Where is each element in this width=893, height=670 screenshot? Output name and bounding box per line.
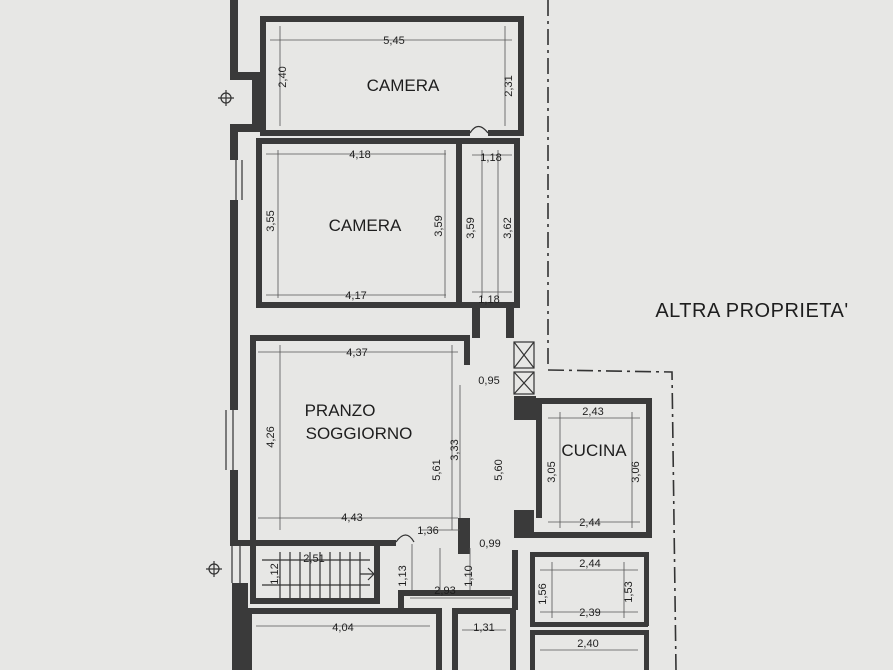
dimension-label: 1,53	[623, 581, 635, 602]
room-pranzo-soggiorno	[250, 335, 470, 546]
dimension-label: 3,06	[630, 461, 642, 482]
room-closet	[462, 138, 520, 338]
corridor	[398, 518, 518, 610]
dimension-label: 3,33	[449, 439, 461, 460]
room-cucina	[514, 398, 652, 538]
exterior-symbol	[206, 90, 234, 577]
dimension-label: 2,93	[434, 585, 455, 597]
dimension-label: 2,39	[579, 607, 600, 619]
dimension-label: 3,55	[265, 210, 277, 231]
dimension-label: 4,17	[345, 290, 366, 302]
room-camera-mid	[256, 138, 462, 308]
dimension-label: 3,59	[465, 217, 477, 238]
dimension-label: 2,44	[579, 558, 600, 570]
room-label-pranzo: PRANZO	[305, 401, 376, 420]
dimension-label: 1,10	[463, 565, 475, 586]
dimension-label: 4,43	[341, 512, 362, 524]
room-label-camera-mid: CAMERA	[329, 216, 402, 235]
dimension-labels: 5,45 2,40 2,31 4,18 1,18 3,55 3,59 3,59 …	[265, 35, 642, 650]
dimension-label: 1,13	[397, 565, 409, 586]
dimension-label: 2,40	[277, 66, 289, 87]
exterior-walls	[225, 0, 260, 670]
room-bottom-right	[530, 630, 649, 670]
dimension-label: 4,37	[346, 347, 367, 359]
dimension-label: 2,43	[582, 406, 603, 418]
room-bagno	[530, 552, 649, 627]
dimension-label: 1,18	[480, 152, 501, 164]
shafts	[513, 341, 536, 420]
dimension-label: 1,56	[537, 583, 549, 604]
room-label-cucina: CUCINA	[561, 441, 627, 460]
dimension-label: 2,40	[577, 638, 598, 650]
dimension-label: 5,61	[431, 459, 443, 480]
room-camera-top	[260, 16, 524, 136]
dimension-label: 2,44	[579, 517, 600, 529]
dimension-label: 0,95	[478, 375, 499, 387]
dimension-label: 2,31	[503, 75, 515, 96]
dimension-label: 0,99	[479, 538, 500, 550]
dimension-label: 1,36	[417, 525, 438, 537]
dimension-label: 3,05	[546, 461, 558, 482]
property-boundary	[547, 0, 677, 670]
room-label-camera-top: CAMERA	[367, 76, 440, 95]
room-label-soggiorno: SOGGIORNO	[306, 424, 413, 443]
dimension-label: 3,62	[502, 217, 514, 238]
dimension-label: 4,04	[332, 622, 353, 634]
dimension-label: 3,59	[433, 215, 445, 236]
dimension-label: 4,26	[265, 426, 277, 447]
dimension-label: 5,45	[383, 35, 404, 47]
dimension-label: 1,18	[478, 294, 499, 306]
dimension-label: 1,12	[269, 563, 281, 584]
neighbor-property-label: ALTRA PROPRIETA'	[655, 300, 848, 322]
dimension-label: 2,51	[303, 553, 324, 565]
room-bottom-left	[246, 608, 516, 670]
dimension-label: 4,18	[349, 149, 370, 161]
dimension-label: 1,31	[473, 622, 494, 634]
staircase	[250, 546, 380, 604]
dimension-label: 5,60	[493, 459, 505, 480]
